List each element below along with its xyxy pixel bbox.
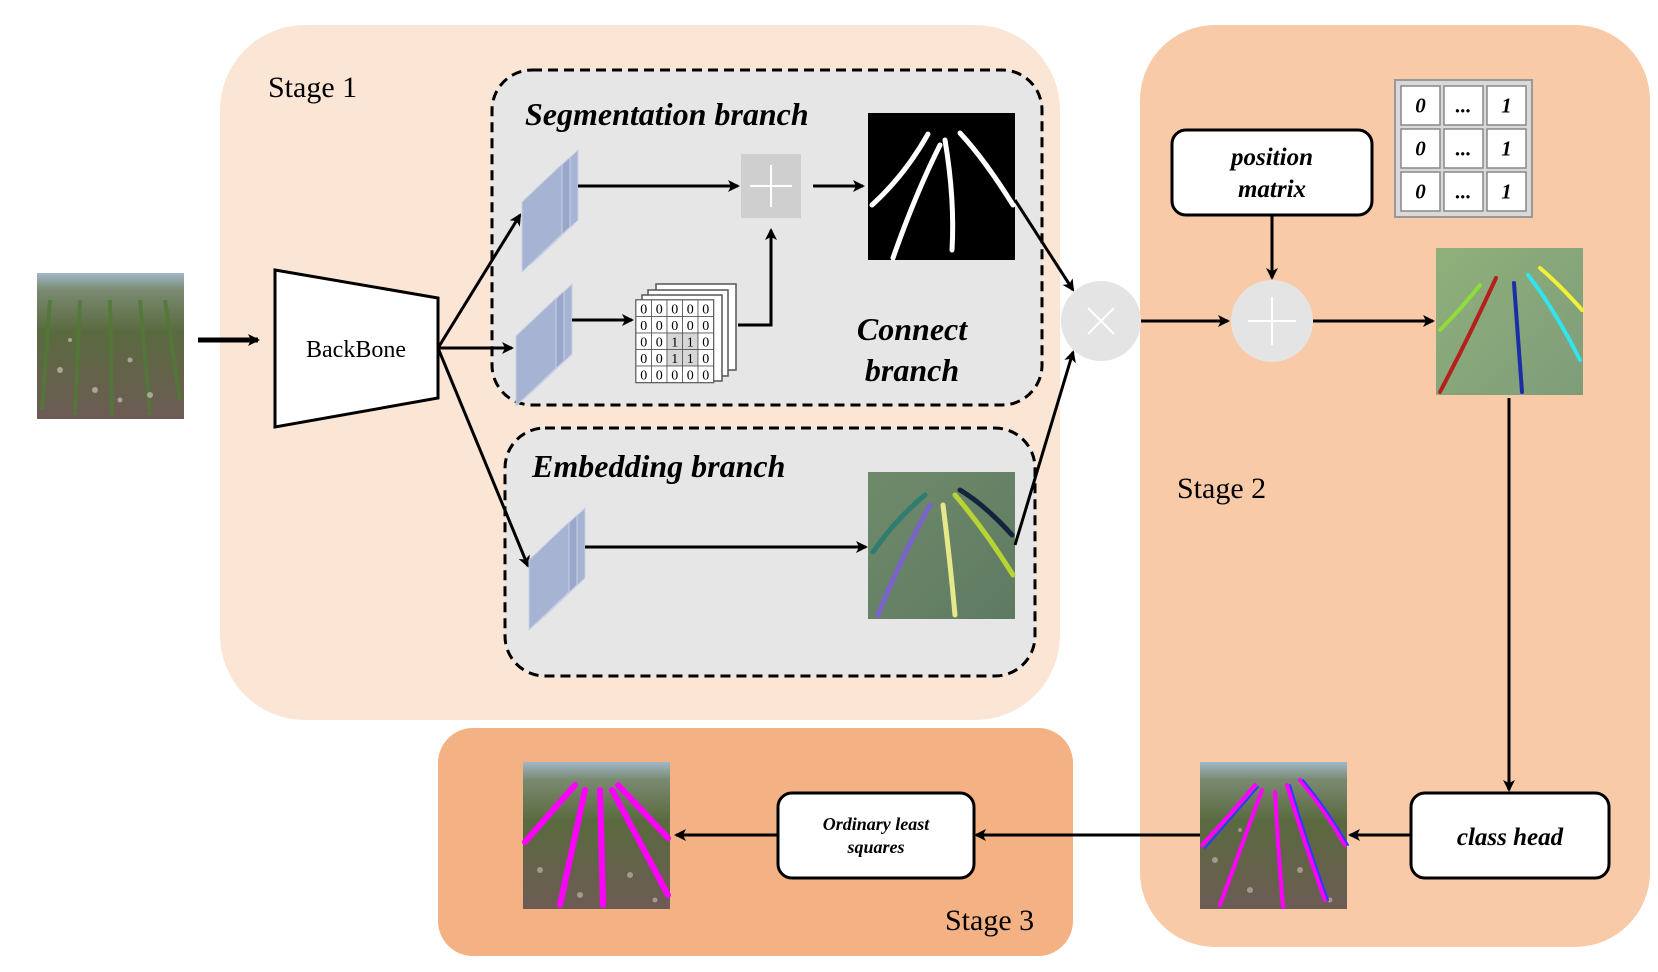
binary-grid-value: 0	[656, 303, 663, 318]
position-matrix-line1: position	[1229, 144, 1313, 171]
stage2-label: Stage 2	[1177, 472, 1266, 505]
binary-grid-value: 0	[702, 369, 709, 384]
input-field-image	[37, 273, 184, 419]
binary-grid-value: 0	[656, 336, 663, 351]
binary-grid-value: 1	[671, 352, 678, 367]
position-matrix-value: ...	[1456, 94, 1472, 118]
stage1-label: Stage 1	[268, 71, 357, 104]
position-matrix-value: 1	[1501, 137, 1512, 161]
position-matrix-cell	[1400, 85, 1441, 126]
binary-grid-value: 1	[671, 336, 678, 351]
binary-grid-value: 1	[687, 352, 694, 367]
position-matrix-cell	[1443, 171, 1484, 212]
backbone-block	[273, 268, 440, 429]
connect-branch-line2: branch	[865, 352, 959, 388]
connect-branch-line1: Connect	[857, 311, 968, 347]
position-matrix-line2: matrix	[1238, 176, 1306, 203]
binary-grid-value: 0	[640, 369, 647, 384]
arrow-backbone-to-embedding	[436, 347, 530, 568]
backbone-label: BackBone	[306, 337, 406, 363]
feature-map-seg-top	[521, 148, 579, 274]
arrow-backbone-to-seg-top	[436, 213, 522, 349]
binary-grid-value: 0	[656, 319, 663, 334]
arrow-grid-to-add	[738, 228, 777, 327]
feature-map-seg-bottom	[515, 282, 573, 408]
binary-grid-value: 0	[640, 319, 647, 334]
classified-lanes-image	[1200, 762, 1349, 909]
binary-grid-value: 0	[702, 303, 709, 318]
ols-label-line2: squares	[846, 837, 904, 857]
binary-grid-value: 0	[656, 352, 663, 367]
position-matrix-value: ...	[1456, 137, 1472, 161]
position-matrix-value: 0	[1415, 94, 1426, 118]
ols-box	[776, 791, 976, 880]
arrow-embedding-to-multiply	[1013, 350, 1076, 546]
binary-grid-value: 0	[640, 303, 647, 318]
binary-grid-cell	[697, 365, 714, 383]
binary-grid-value: 0	[702, 336, 709, 351]
position-matrix-table: 0... 1 0... 1 0... 1	[1394, 79, 1533, 218]
binary-grid-value: 1	[687, 336, 694, 351]
segmentation-branch-title: Segmentation branch	[525, 96, 809, 132]
binary-grid-value: 0	[671, 369, 678, 384]
embedding-output-image	[868, 472, 1016, 619]
position-matrix-value: 1	[1501, 180, 1512, 204]
position-matrix-value: 0	[1415, 137, 1426, 161]
stage3-label: Stage 3	[945, 904, 1034, 937]
feature-map-embedding	[528, 506, 586, 632]
binary-grid-value: 0	[656, 369, 663, 384]
segmentation-mask-image	[868, 113, 1016, 261]
arrow-seg-mask-to-multiply	[1013, 199, 1075, 292]
binary-grid-value: 0	[640, 336, 647, 351]
position-matrix-cell	[1486, 171, 1527, 212]
binary-grid-value: 0	[687, 303, 694, 318]
class-head-label: class head	[1457, 824, 1564, 851]
binary-grid-value: 0	[702, 319, 709, 334]
position-matrix-value: ...	[1456, 180, 1472, 204]
position-matrix-cell	[1486, 128, 1527, 169]
instance-lanes-image	[1436, 248, 1584, 395]
position-matrix-cell	[1400, 128, 1441, 169]
position-matrix-value: 1	[1501, 94, 1512, 118]
binary-grid-value: 0	[640, 352, 647, 367]
ols-label-line1: Ordinary least	[823, 814, 931, 834]
position-matrix-value: 0	[1415, 180, 1426, 204]
binary-grid-value: 0	[687, 319, 694, 334]
position-matrix-cell	[1400, 171, 1441, 212]
binary-grid-value: 0	[671, 319, 678, 334]
binary-grid-value: 0	[687, 369, 694, 384]
binary-grid-value: 0	[702, 352, 709, 367]
position-matrix-cell	[1443, 85, 1484, 126]
embedding-branch-title: Embedding branch	[531, 448, 785, 484]
multiply-operator-x2	[1087, 307, 1115, 335]
final-fitted-lanes-image	[522, 762, 671, 909]
binary-grid-value: 0	[671, 303, 678, 318]
position-matrix-cell	[1486, 85, 1527, 126]
position-matrix-cell	[1443, 128, 1484, 169]
